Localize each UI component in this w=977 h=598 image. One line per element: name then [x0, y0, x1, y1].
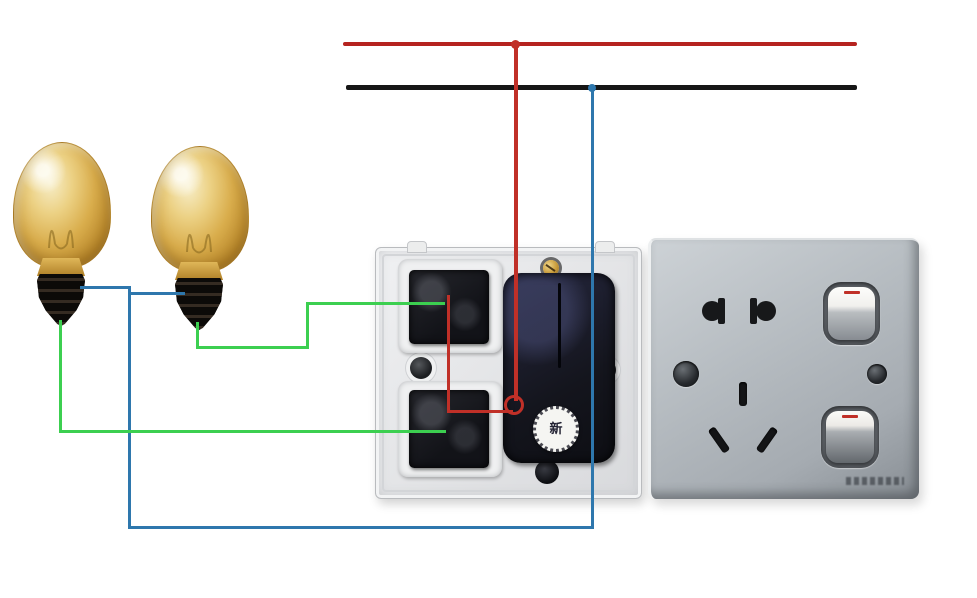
switch-module-rear-plate: 新	[375, 241, 642, 499]
plate-mounting-tab	[595, 241, 615, 253]
certification-label: 新	[533, 406, 579, 452]
socket-bottom-mount	[535, 460, 559, 484]
blue-wire-bottom-run	[128, 526, 594, 529]
bulb-glass	[13, 142, 111, 268]
upper-rocker-button	[828, 287, 875, 340]
lower-rocker-switch	[821, 406, 879, 468]
filament-icon	[186, 234, 212, 254]
lower-rocker-indicator	[842, 415, 858, 418]
live-line	[343, 42, 857, 46]
two-pin-socket-left-slot	[718, 298, 725, 324]
red-wire-branch-vertical	[447, 295, 450, 413]
blue-wire-riser	[128, 286, 131, 529]
neutral-tap-junction	[588, 84, 596, 92]
left-bulb	[13, 142, 111, 328]
green-wire-right-bulb-riser	[306, 302, 309, 349]
upper-rocker-indicator	[843, 291, 860, 294]
faceplate-screw-hole-right	[867, 364, 887, 384]
bulb-neck	[175, 262, 223, 280]
two-pin-socket-left-hole	[702, 301, 722, 321]
right-bulb	[151, 146, 249, 332]
three-pin-neutral-slot	[755, 426, 779, 454]
live-tap-junction	[511, 40, 520, 49]
plate-rim	[382, 254, 635, 492]
red-wire-live-drop	[514, 44, 518, 401]
certification-label-glyph: 新	[549, 421, 563, 437]
green-wire-to-upper-switch	[306, 302, 445, 305]
red-wire-branch-horizontal	[447, 410, 513, 413]
upper-rocker-switch	[823, 282, 880, 345]
filament-icon	[48, 230, 74, 250]
green-wire-left-bulb-run	[59, 430, 446, 433]
bulb-screw-base	[175, 278, 223, 330]
bulb-glass	[151, 146, 249, 272]
top-terminal-screw	[543, 260, 559, 276]
bulb-neck	[37, 258, 85, 276]
green-wire-right-bulb-run	[196, 346, 309, 349]
green-wire-right-bulb-drop	[196, 322, 199, 348]
socket-switch-faceplate	[648, 238, 919, 499]
bulb-screw-base	[37, 274, 85, 326]
blue-wire-to-right-bulb	[128, 292, 185, 295]
blue-wire-to-left-bulb	[80, 286, 131, 289]
three-pin-earth-slot	[739, 382, 747, 406]
neutral-line	[346, 85, 857, 90]
body-groove	[558, 283, 561, 368]
plate-mounting-tab	[407, 241, 427, 253]
faceplate-screw-hole-left	[673, 361, 699, 387]
two-pin-socket-right-hole	[756, 301, 776, 321]
blue-wire-neutral-drop	[591, 88, 594, 529]
plate-screw-hole	[410, 357, 432, 379]
brand-mark	[846, 477, 904, 485]
three-pin-live-slot	[707, 426, 731, 454]
lower-rocker-button	[826, 411, 874, 463]
two-pin-socket-right-slot	[750, 298, 757, 324]
green-wire-left-bulb-drop	[59, 320, 62, 432]
